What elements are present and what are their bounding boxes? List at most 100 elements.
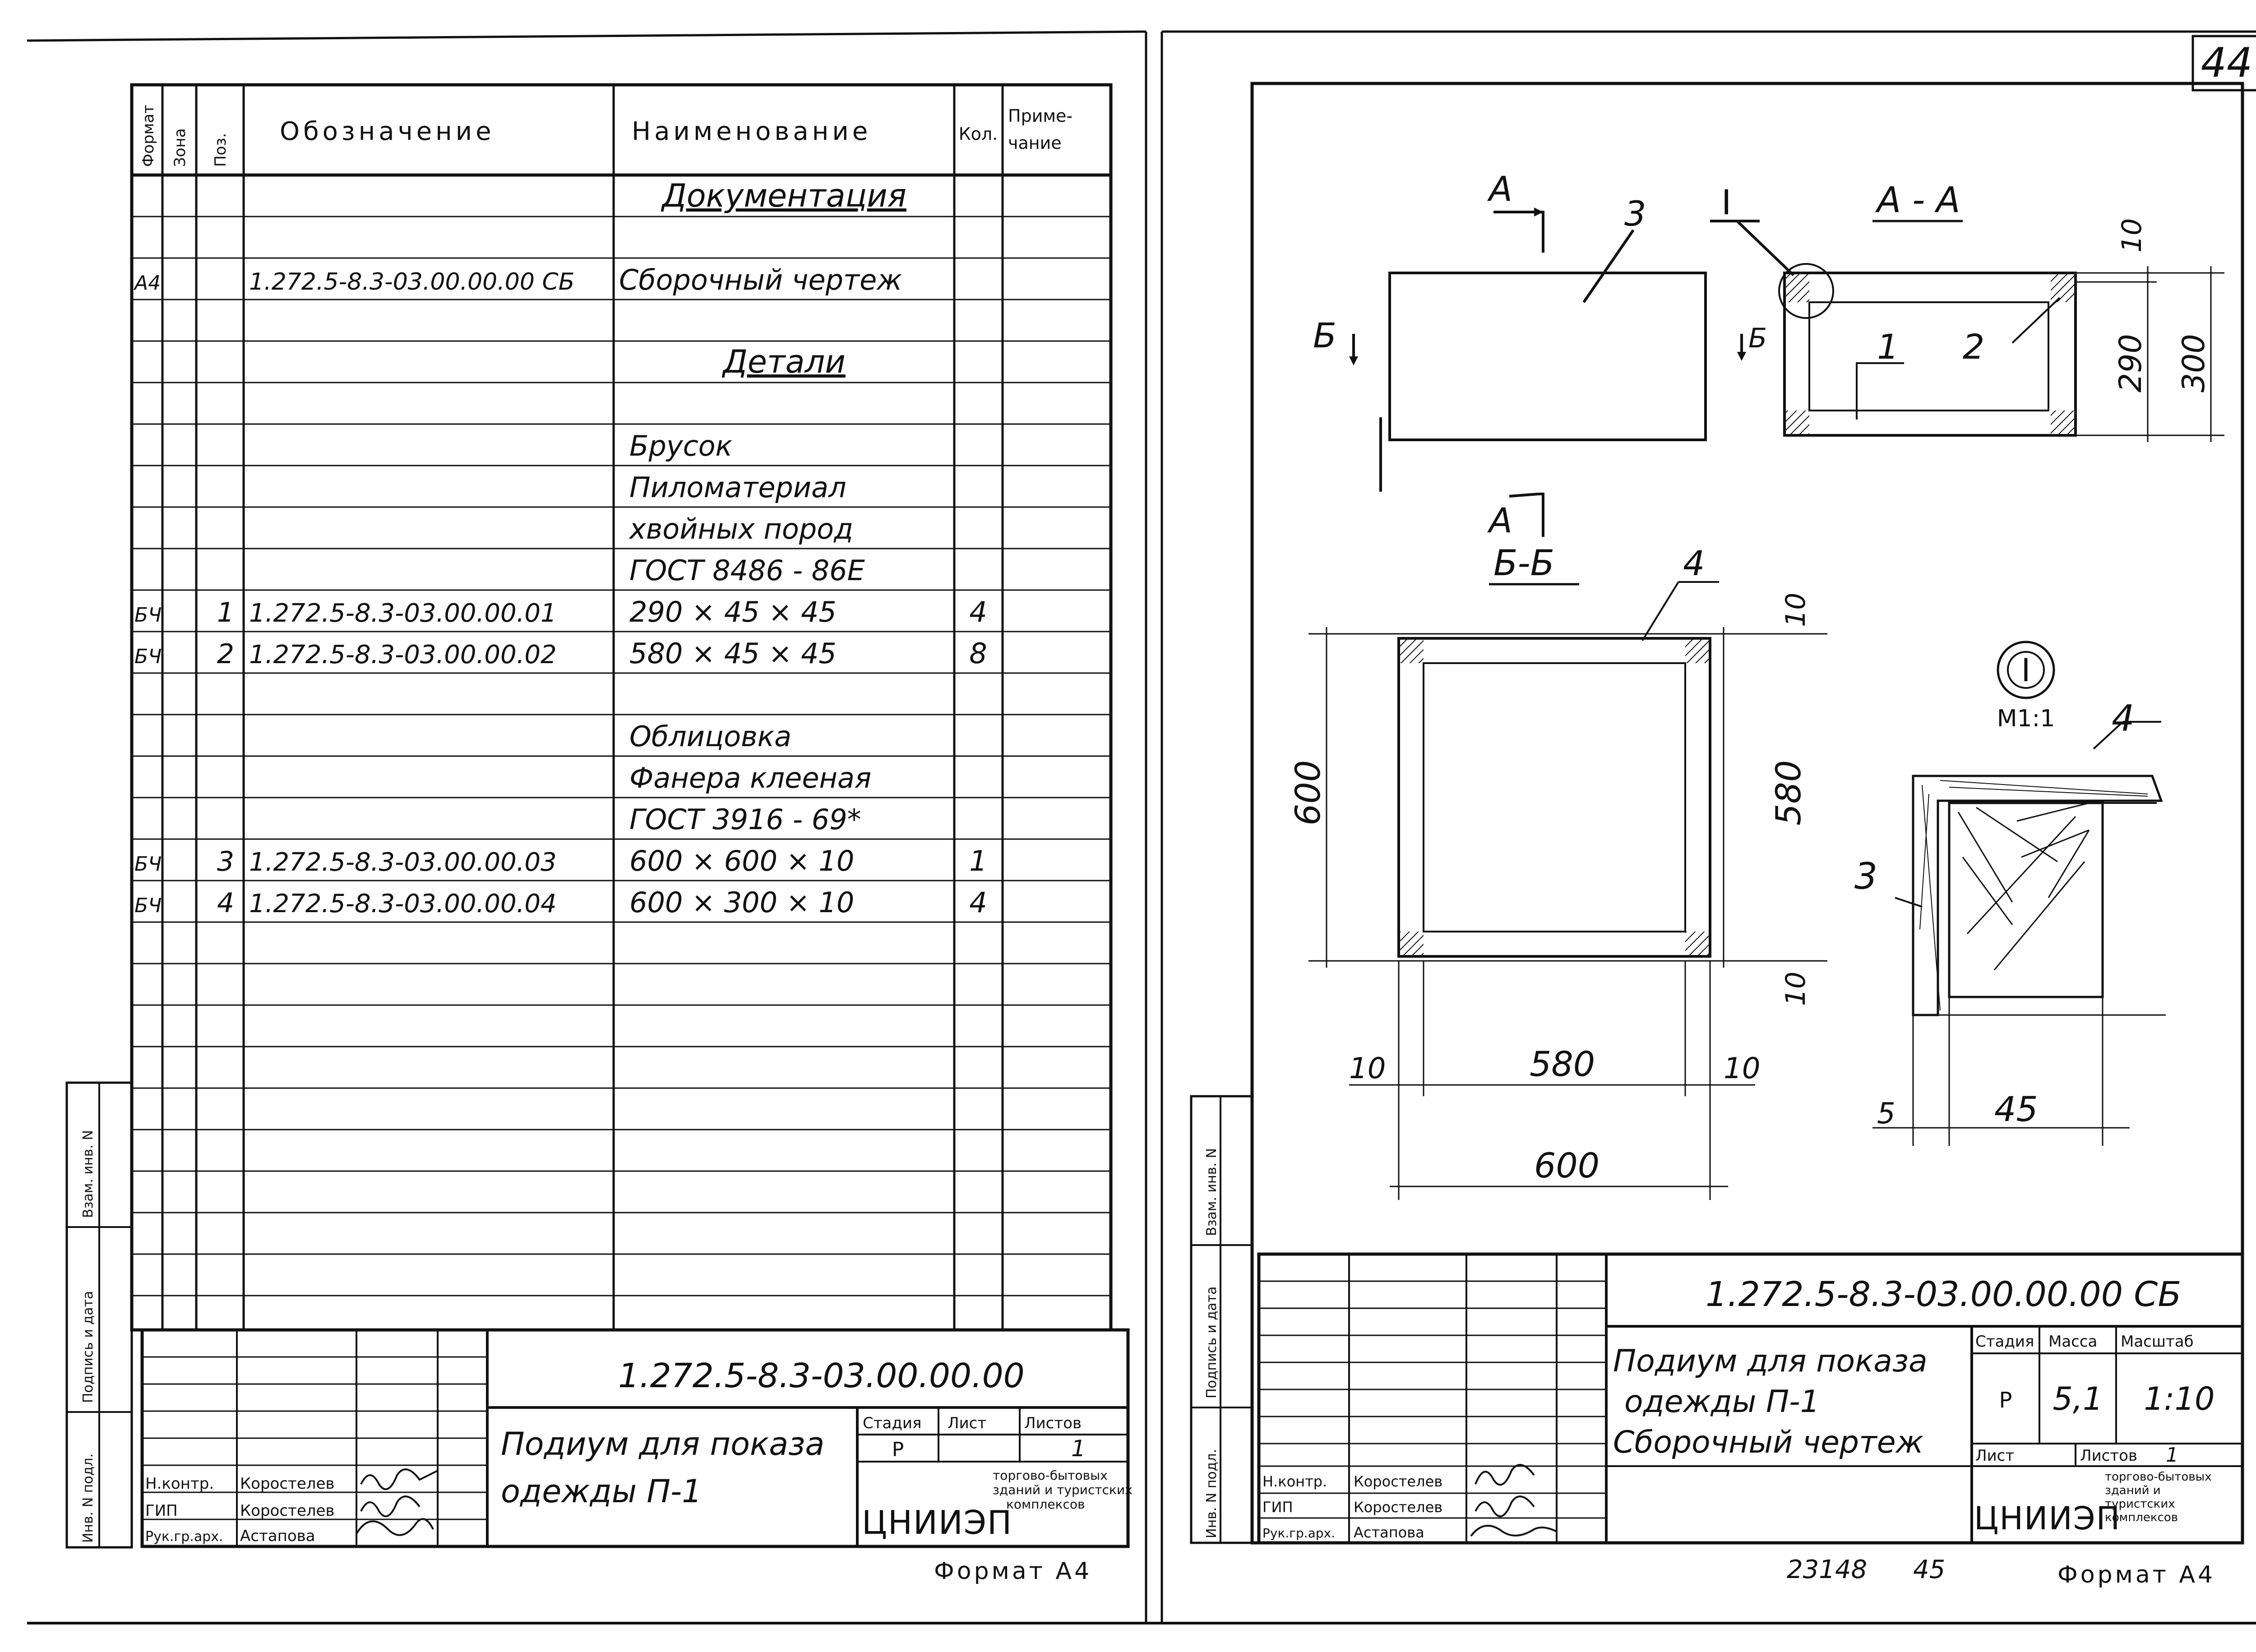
dim-bb-10-left: 10 bbox=[1349, 1052, 1386, 1085]
header-name: Наименование bbox=[632, 117, 871, 146]
right-format: Формат А4 bbox=[2057, 1561, 2215, 1588]
left-role-3: Рук.гр.арх. bbox=[145, 1529, 223, 1545]
spec-name: Брусок bbox=[629, 429, 733, 462]
spec-name: 580 × 45 × 45 bbox=[629, 637, 837, 670]
right-frame bbox=[1250, 82, 2244, 1545]
leader-4-node: 4 bbox=[2112, 697, 2135, 739]
right-role-2: ГИП bbox=[1262, 1499, 1293, 1516]
leader-3-node: 3 bbox=[1854, 855, 1877, 897]
dim-bb-600-h: 600 bbox=[1534, 1145, 1600, 1186]
left-title-1: Подиум для показа bbox=[501, 1426, 824, 1463]
spec-format: БЧ bbox=[134, 645, 162, 668]
plan-view bbox=[1352, 211, 1743, 537]
left-org-1: торгово-бытовых bbox=[993, 1468, 1108, 1483]
right-org-3: туристских bbox=[2105, 1497, 2175, 1511]
left-title-2: одежды П-1 bbox=[501, 1473, 702, 1510]
right-name-3: Астапова bbox=[1354, 1524, 1424, 1541]
left-name-3: Астапова bbox=[240, 1527, 315, 1545]
archive-number: 23148 bbox=[1787, 1555, 1867, 1584]
node-i-scale: М1:1 bbox=[1997, 705, 2055, 732]
spec-designation: 1.272.5-8.3-03.00.00.03 bbox=[249, 848, 557, 877]
left-sheet-label: Лист bbox=[948, 1414, 986, 1432]
section-bb bbox=[1308, 581, 1827, 1200]
spec-designation: 1.272.5-8.3-03.00.00.02 bbox=[249, 640, 557, 669]
spec-name: ГОСТ 3916 - 69* bbox=[629, 803, 861, 836]
leader-3-plan: 3 bbox=[1624, 194, 1646, 234]
spec-name: Облицовка bbox=[629, 720, 791, 753]
right-code: 1.272.5-8.3-03.00.00.00 СБ bbox=[1706, 1274, 2181, 1314]
right-scale-label: Масштаб bbox=[2121, 1333, 2194, 1351]
spec-qty: 1 bbox=[969, 844, 987, 877]
spec-qty: 4 bbox=[969, 886, 987, 919]
arrow-b-right bbox=[1737, 352, 1746, 361]
left-sheets: 1 bbox=[1071, 1435, 1086, 1462]
spec-name: 290 × 45 × 45 bbox=[629, 595, 837, 628]
header-note-1: Приме- bbox=[1008, 106, 1073, 126]
arrow-a-top bbox=[1534, 208, 1543, 217]
left-role-2: ГИП bbox=[145, 1502, 178, 1520]
leader-1-aa: 1 bbox=[1877, 327, 1899, 367]
left-org-2: зданий и туристских bbox=[993, 1482, 1133, 1497]
header-pos: Поз. bbox=[212, 133, 230, 167]
spec-name: Документация bbox=[661, 177, 906, 214]
left-signatures bbox=[356, 1468, 438, 1536]
node-i bbox=[1872, 641, 2166, 1146]
label-b-left: Б bbox=[1313, 315, 1336, 355]
right-mass-label: Масса bbox=[2048, 1333, 2097, 1351]
dim-bb-580-h: 580 bbox=[1530, 1044, 1595, 1084]
right-side-stamp bbox=[1190, 1095, 1253, 1544]
right-mass: 5,1 bbox=[2053, 1380, 2103, 1417]
dim-node-45: 45 bbox=[1994, 1089, 2038, 1129]
spec-format: БЧ bbox=[134, 604, 162, 627]
spec-qty: 8 bbox=[969, 637, 987, 670]
right-title-2: одежды П-1 bbox=[1624, 1384, 1820, 1420]
left-stamp-inv: Инв. N подл. bbox=[80, 1454, 96, 1543]
right-stamp-vzam: Взам. инв. N bbox=[1204, 1148, 1220, 1236]
spec-format: БЧ bbox=[134, 853, 162, 876]
spec-qty: 4 bbox=[969, 595, 987, 628]
left-format: Формат А4 bbox=[934, 1558, 1092, 1585]
leader-2-aa: 2 bbox=[1963, 327, 1984, 367]
right-sheets-label: Листов bbox=[2080, 1447, 2137, 1465]
spec-pos: 4 bbox=[217, 887, 234, 919]
spec-headers: Формат Зона Поз. Обозначение Наименовани… bbox=[139, 105, 1073, 167]
spec-designation: 1.272.5-8.3-03.00.00.00 СБ bbox=[249, 268, 574, 295]
page-number-box: 44 bbox=[2191, 35, 2256, 92]
left-org-3: комплексов bbox=[1006, 1497, 1085, 1512]
left-title-block bbox=[140, 1328, 1130, 1548]
right-org-1: торгово-бытовых bbox=[2105, 1470, 2212, 1484]
page-number: 44 bbox=[2201, 39, 2253, 87]
header-format: Формат bbox=[139, 105, 157, 167]
spec-pos: 3 bbox=[217, 846, 234, 877]
right-stage: Р bbox=[1999, 1388, 2012, 1413]
header-zone: Зона bbox=[171, 128, 189, 167]
spec-pos: 2 bbox=[217, 638, 234, 670]
dim-bb-10-top: 10 bbox=[1780, 593, 1812, 627]
dim-aa-290: 290 bbox=[2113, 334, 2149, 392]
view-aa-title: А - А bbox=[1875, 180, 1960, 221]
leader-4-bb: 4 bbox=[1683, 543, 1705, 583]
section-aa bbox=[1710, 220, 2224, 442]
right-title-block-text: 1.272.5-8.3-03.00.00.00 СБ Подиум для по… bbox=[1262, 1274, 2215, 1588]
left-stamp-vzam: Взам. инв. N bbox=[80, 1130, 96, 1218]
header-note-2: чание bbox=[1008, 133, 1062, 153]
right-org-logo: ЦНИИЭП bbox=[1974, 1500, 2121, 1537]
left-title-block-text: 1.272.5-8.3-03.00.00.00 Подиум для показ… bbox=[145, 1357, 1133, 1585]
spec-designation: 1.272.5-8.3-03.00.00.01 bbox=[249, 599, 557, 628]
right-sheet-label: Лист bbox=[1975, 1447, 2014, 1465]
left-stamp-sign: Подпись и дата bbox=[80, 1291, 96, 1403]
right-signatures bbox=[1470, 1464, 1557, 1537]
section-bb-hatch bbox=[1400, 640, 1709, 955]
header-qty: Кол. bbox=[959, 124, 998, 144]
arrow-b-left bbox=[1349, 356, 1358, 365]
right-org-2: зданий и bbox=[2105, 1484, 2161, 1497]
right-org-4: комплексов bbox=[2105, 1511, 2178, 1524]
left-code: 1.272.5-8.3-03.00.00.00 bbox=[618, 1357, 1025, 1395]
dim-bb-580-v: 580 bbox=[1768, 760, 1808, 826]
left-name-1: Коростелев bbox=[240, 1475, 334, 1493]
spec-name: Фанера клееная bbox=[629, 761, 871, 794]
left-side-stamp bbox=[65, 1081, 133, 1549]
archive-page: 45 bbox=[1913, 1555, 1945, 1584]
left-sheets-label: Листов bbox=[1024, 1414, 1082, 1432]
label-a-top: А bbox=[1487, 169, 1512, 209]
